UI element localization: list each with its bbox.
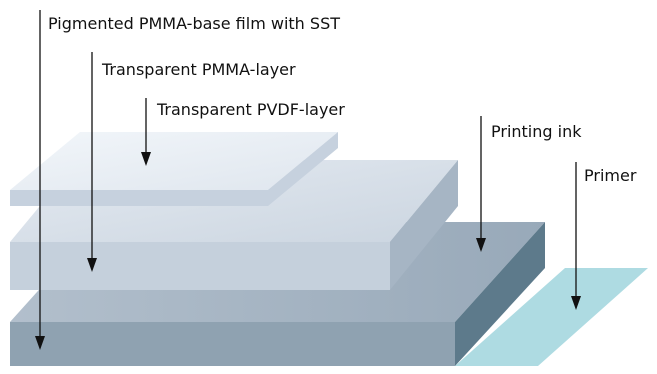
- printing-ink-label: Printing ink: [491, 122, 582, 141]
- primer-label: Primer: [584, 166, 637, 185]
- primer-layer: [455, 268, 648, 366]
- base-film-label: Pigmented PMMA-base film with SST: [48, 14, 340, 33]
- label-printing-ink: Printing ink: [476, 116, 582, 252]
- pvdf-layer-label: Transparent PVDF-layer: [156, 100, 345, 119]
- label-pmma-layer: Transparent PMMA-layer: [87, 52, 296, 272]
- label-primer: Primer: [571, 162, 637, 310]
- pmma-layer-label: Transparent PMMA-layer: [101, 60, 296, 79]
- label-pvdf-layer: Transparent PVDF-layer: [141, 98, 345, 166]
- label-base-film: Pigmented PMMA-base film with SST: [35, 10, 340, 350]
